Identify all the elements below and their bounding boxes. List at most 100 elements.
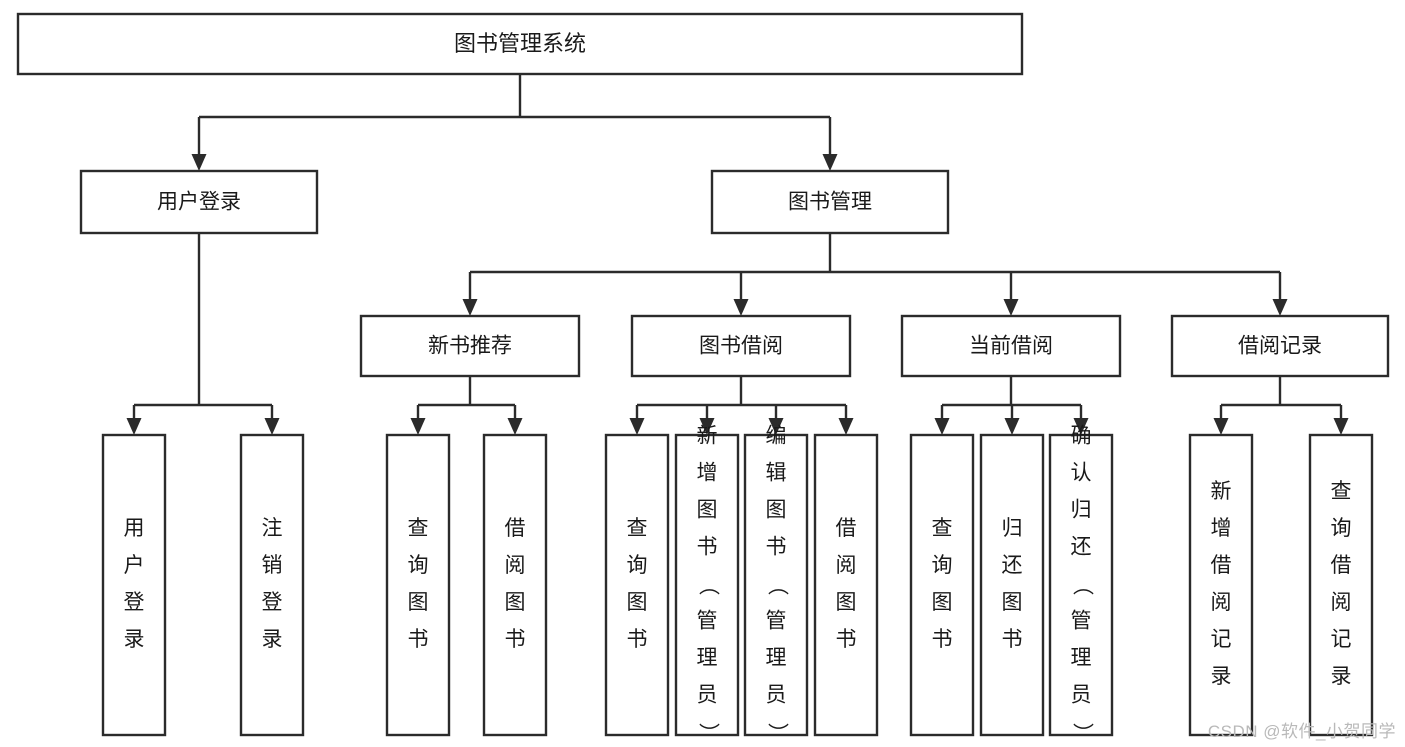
node-label-char: 阅 — [836, 554, 857, 577]
node-label: 借阅记录 — [1238, 335, 1322, 358]
arrow-head-icon — [1213, 418, 1229, 435]
node-label-char: 登 — [124, 591, 145, 614]
node-root[interactable]: 图书管理系统 — [16, 12, 1024, 76]
node-box — [710, 169, 950, 235]
connector-layer — [126, 74, 1349, 435]
node-label-char: 图 — [697, 499, 718, 522]
node-label: 图书管理系统 — [454, 31, 586, 56]
node-label-char: 认 — [1071, 462, 1092, 485]
node-box — [359, 314, 581, 378]
node-label: 图书借阅 — [699, 335, 783, 358]
node-label-char: 管 — [697, 610, 718, 633]
node-label-char: 书 — [627, 628, 648, 651]
node-label-char: 用 — [124, 517, 145, 540]
node-label-char: 销 — [262, 554, 283, 577]
node-current-borrow[interactable]: 当前借阅 — [900, 314, 1122, 378]
node-label-char: 书 — [1002, 628, 1023, 651]
node-user-login[interactable]: 用户登录 — [79, 169, 319, 235]
node-label-char: 录 — [124, 628, 145, 651]
node-label-char: （ — [1070, 575, 1093, 596]
node-layer: 图书管理系统用户登录图书管理新书推荐图书借阅当前借阅借阅记录用户登录注销登录查询… — [16, 12, 1390, 744]
node-label-char: 询 — [932, 554, 953, 577]
node-label-char: 书 — [408, 628, 429, 651]
node-label-char: 还 — [1002, 554, 1023, 577]
node-book-manage[interactable]: 图书管理 — [710, 169, 950, 235]
node-label-char: 归 — [1071, 499, 1092, 522]
node-label: 当前借阅 — [969, 335, 1053, 358]
node-new-book-rec[interactable]: 新书推荐 — [359, 314, 581, 378]
node-label-char: （ — [696, 575, 719, 596]
node-label-char: 录 — [1331, 665, 1352, 688]
node-box — [604, 433, 670, 737]
node-label-char: 理 — [766, 647, 787, 670]
node-label-char: （ — [765, 575, 788, 596]
node-label-char: 阅 — [1211, 591, 1232, 614]
node-borrow-record[interactable]: 借阅记录 — [1170, 314, 1390, 378]
node-box — [1048, 433, 1114, 737]
node-label-char: 管 — [766, 610, 787, 633]
node-label-char: 理 — [1071, 647, 1092, 670]
node-label-char: 查 — [627, 517, 648, 540]
node-box — [101, 433, 167, 737]
node-label-char: 新 — [697, 425, 718, 448]
arrow-head-icon — [462, 299, 478, 316]
node-leaf-user-login[interactable]: 用户登录 — [101, 433, 167, 737]
node-label: 用户登录 — [157, 191, 241, 214]
node-label-char: 借 — [505, 517, 526, 540]
arrow-head-icon — [1272, 299, 1288, 316]
node-label-char: 录 — [262, 628, 283, 651]
node-label-char: 录 — [1211, 665, 1232, 688]
arrow-head-icon — [1073, 418, 1089, 435]
node-label-char: 书 — [836, 628, 857, 651]
node-box — [385, 433, 451, 737]
node-label-char: 借 — [836, 517, 857, 540]
node-label-char: 新 — [1211, 480, 1232, 503]
node-label-char: 阅 — [1331, 591, 1352, 614]
node-book-borrow[interactable]: 图书借阅 — [630, 314, 852, 378]
node-box — [630, 314, 852, 378]
node-label-char: 记 — [1331, 628, 1352, 651]
arrow-head-icon — [629, 418, 645, 435]
arrow-head-icon — [934, 418, 950, 435]
arrow-head-icon — [1003, 299, 1019, 316]
node-label-char: 管 — [1071, 610, 1092, 633]
node-label-char: 员 — [697, 684, 718, 707]
node-label-char: ） — [696, 723, 719, 744]
node-label-char: 图 — [836, 591, 857, 614]
node-label-char: ） — [765, 723, 788, 744]
node-box — [1308, 433, 1374, 737]
node-box — [482, 433, 548, 737]
node-label-char: 图 — [1002, 591, 1023, 614]
node-label-char: 登 — [262, 591, 283, 614]
node-label-char: 归 — [1002, 517, 1023, 540]
node-label-char: 书 — [697, 536, 718, 559]
node-box — [979, 433, 1045, 737]
arrow-head-icon — [126, 418, 142, 435]
node-box — [1170, 314, 1390, 378]
node-box — [909, 433, 975, 737]
node-label-char: 阅 — [505, 554, 526, 577]
node-label-char: 编 — [766, 425, 787, 448]
arrow-head-icon — [1004, 418, 1020, 435]
node-label-char: 理 — [697, 647, 718, 670]
node-label: 新书推荐 — [428, 335, 512, 358]
node-box — [79, 169, 319, 235]
node-label-char: 图 — [505, 591, 526, 614]
arrow-head-icon — [191, 154, 207, 171]
node-label-char: 员 — [1071, 684, 1092, 707]
node-label-char: 增 — [697, 462, 718, 485]
node-label-char: 书 — [766, 536, 787, 559]
